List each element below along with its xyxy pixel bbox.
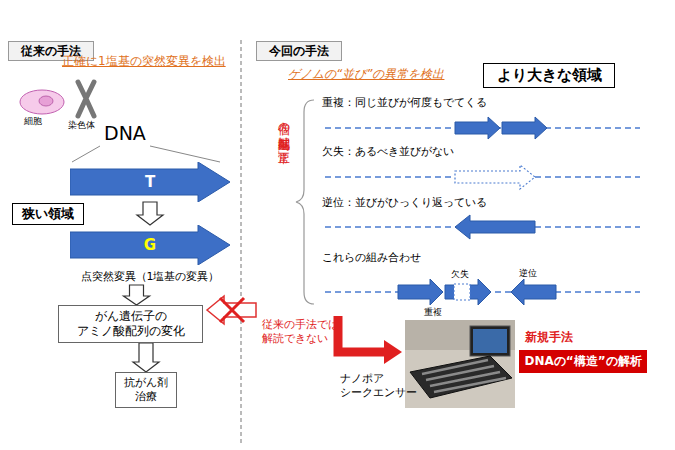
cross-mark bbox=[220, 298, 244, 322]
arrow-outline bbox=[70, 225, 230, 265]
arrow-body: G bbox=[70, 225, 230, 265]
row-label: これらの組み合わせ bbox=[322, 251, 522, 265]
process-box: がん遺伝子の アミノ酸配列の変化 bbox=[58, 305, 203, 343]
hollow-arrow bbox=[124, 285, 150, 305]
part-label: 細胞 bbox=[24, 116, 54, 127]
part-label: 逆位 bbox=[519, 268, 549, 279]
node-text: 今回の手法 bbox=[269, 43, 329, 60]
part-label: 欠失 bbox=[451, 269, 481, 280]
chromosome-icon bbox=[78, 82, 94, 116]
sequence-arrow bbox=[455, 117, 500, 139]
bracket bbox=[296, 100, 314, 304]
section-header: 今回の手法 bbox=[256, 41, 342, 61]
node-text: がん遺伝子の アミノ酸配列の変化 bbox=[59, 309, 202, 339]
node-text: より大きな領域 bbox=[497, 66, 602, 85]
deletion-gap bbox=[454, 284, 470, 300]
sequence-arrow bbox=[455, 215, 535, 239]
sequence-arrow bbox=[511, 279, 556, 305]
flow-arrow-head bbox=[384, 340, 402, 364]
sequence-block-arrow: T bbox=[70, 162, 230, 202]
node-text: DNAの“構造”の解析 bbox=[524, 353, 641, 370]
arrow-body: T bbox=[70, 162, 230, 202]
vertical-note: 個々の塩基配列は「正常」 bbox=[273, 115, 291, 295]
row-label: 欠失：あるべき並びがない bbox=[322, 145, 522, 159]
monitor-screen bbox=[473, 329, 507, 353]
hollow-arrow bbox=[133, 343, 159, 372]
node-text: 狭い領域 bbox=[22, 205, 74, 223]
divider-line bbox=[241, 40, 242, 445]
heading-note: 正確に1塩基の突然変異を検出 bbox=[62, 54, 237, 69]
sequence-arrow bbox=[502, 117, 547, 139]
cell-icon bbox=[20, 90, 64, 114]
sequencer-device bbox=[410, 356, 512, 398]
base-letter: G bbox=[144, 236, 156, 254]
node-text: 抗がん剤 治療 bbox=[116, 376, 176, 403]
method-box: DNAの“構造”の解析 bbox=[519, 350, 647, 373]
cell-nucleus bbox=[39, 96, 53, 106]
node-caption: 点突然変異（1塩基の変異） bbox=[81, 269, 220, 284]
scope-box: より大きな領域 bbox=[483, 63, 615, 88]
part-label: 重複 bbox=[424, 307, 454, 318]
base-letter: T bbox=[145, 173, 155, 191]
sequence-arrow bbox=[445, 279, 491, 305]
warning-note: 従来の手法では 解読できない bbox=[262, 318, 362, 346]
sequence-block-arrow: G 点突然変異（1塩基の変異） bbox=[70, 225, 230, 285]
part-label: DNA bbox=[104, 122, 164, 146]
process-box: 抗がん剤 治療 bbox=[115, 372, 177, 408]
zoom-line bbox=[72, 146, 100, 162]
blocked-arrow bbox=[207, 296, 256, 324]
row-label: 重複：同じ並びが何度もでてくる bbox=[322, 96, 522, 110]
scope-box: 狭い領域 bbox=[12, 203, 84, 225]
zoom-line bbox=[150, 146, 220, 162]
flowcell-slots bbox=[422, 360, 506, 392]
hollow-arrow bbox=[137, 202, 163, 225]
heading-note: ゲノムの“並び”の異常を検出 bbox=[288, 67, 478, 82]
method-label: 新規手法 bbox=[525, 330, 605, 345]
monitor bbox=[470, 326, 510, 356]
arrow-outline bbox=[70, 162, 230, 202]
deleted-arrow bbox=[455, 165, 535, 189]
flow-arrow bbox=[338, 316, 386, 352]
photo-background bbox=[405, 320, 515, 408]
part-label: ナノポア シークエンサー bbox=[340, 372, 425, 400]
row-label: 逆位：並びがひっくり返っている bbox=[322, 196, 522, 210]
sequence-arrow bbox=[398, 279, 443, 305]
part-label: 染色体 bbox=[68, 120, 108, 131]
